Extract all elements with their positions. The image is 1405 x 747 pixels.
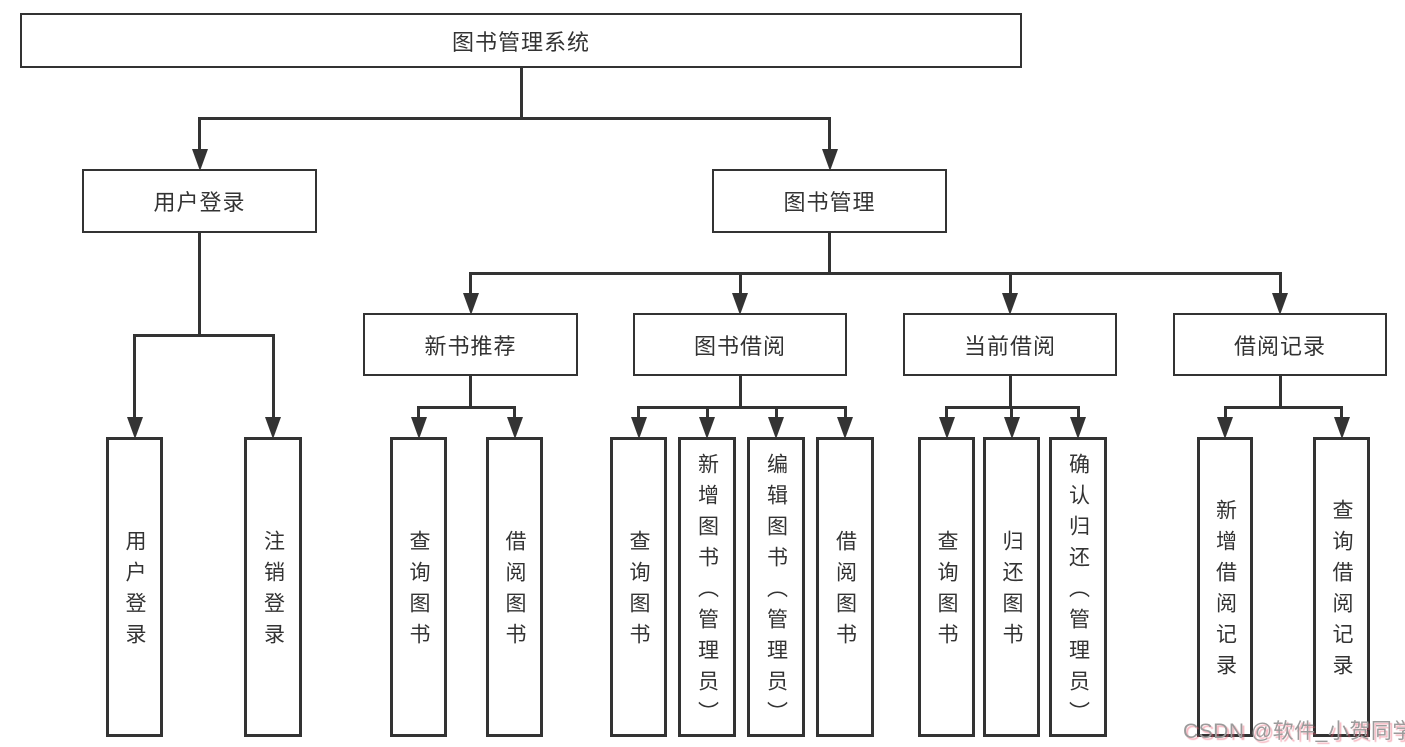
arrowhead-down-icon <box>410 417 427 439</box>
connector-line <box>519 68 523 118</box>
connector-line <box>198 118 201 153</box>
connector-line <box>1340 407 1343 421</box>
connector-line <box>1010 407 1013 421</box>
node-label: 借阅图书 <box>503 530 526 654</box>
connector-line <box>1223 407 1227 421</box>
connector-line <box>469 271 1282 275</box>
diagram-node-b-add: 新增图书（管理员） <box>678 437 736 737</box>
node-label: 新增图书（管理员） <box>695 452 719 732</box>
node-label: 借阅图书 <box>833 530 857 654</box>
node-label: 图书管理 <box>783 190 876 215</box>
csdn-watermark: CSDN @软件_小贺同学 <box>1183 720 1405 743</box>
connector-line <box>828 118 831 153</box>
node-label: 用户登录 <box>153 190 246 215</box>
node-label: 借阅记录 <box>1233 333 1326 359</box>
node-label: 归还图书 <box>1000 530 1023 654</box>
connector-line <box>637 405 847 409</box>
connector-line <box>417 405 516 409</box>
diagram-node-leaf-logout: 注销登录 <box>244 437 302 737</box>
diagram-node-borrow: 图书借阅 <box>633 313 847 376</box>
arrowhead-down-icon <box>191 149 208 171</box>
node-label: 注销登录 <box>261 530 285 654</box>
diagram-node-leaf-user-login: 用户登录 <box>106 437 163 737</box>
arrowhead-down-icon <box>506 417 523 439</box>
arrowhead-down-icon <box>1272 293 1288 315</box>
connector-line <box>774 407 778 421</box>
arrowhead-down-icon <box>1002 293 1018 315</box>
arrowhead-down-icon <box>265 417 281 439</box>
connector-line <box>469 376 472 407</box>
arrowhead-down-icon <box>821 149 838 171</box>
diagram-node-c-return: 归还图书 <box>983 437 1040 737</box>
arrowhead-down-icon <box>1333 417 1350 439</box>
connector-line <box>828 233 831 273</box>
arrowhead-down-icon <box>768 417 784 439</box>
connector-line <box>271 335 275 421</box>
diagram-node-newbook: 新书推荐 <box>363 313 578 376</box>
node-label: 确认归还（管理员） <box>1066 452 1090 732</box>
node-label: 查询图书 <box>627 530 650 654</box>
node-label: 新增借阅记录 <box>1213 499 1237 685</box>
node-label: 编辑图书（管理员） <box>764 452 788 732</box>
diagram-node-b-query: 查询图书 <box>610 437 667 737</box>
diagram-node-nb-borrow: 借阅图书 <box>486 437 543 737</box>
connector-line <box>738 376 742 407</box>
connector-line <box>1223 405 1343 409</box>
node-label: 新书推荐 <box>424 333 517 359</box>
arrowhead-down-icon <box>462 293 479 315</box>
diagram-node-b-edit: 编辑图书（管理员） <box>747 437 805 737</box>
connector-line <box>705 407 709 421</box>
connector-line <box>637 407 640 421</box>
connector-line <box>198 233 201 335</box>
diagram-node-records: 借阅记录 <box>1173 313 1387 376</box>
diagram-node-c-query: 查询图书 <box>918 437 975 737</box>
arrowhead-down-icon <box>732 293 748 315</box>
diagram-node-login: 用户登录 <box>82 169 317 233</box>
diagram-node-current: 当前借阅 <box>903 313 1117 376</box>
node-label: 查询借阅记录 <box>1330 499 1353 685</box>
arrowhead-down-icon <box>1217 417 1233 439</box>
diagram-node-r-add: 新增借阅记录 <box>1197 437 1253 737</box>
node-label: 查询图书 <box>935 530 958 654</box>
diagram-node-c-confirm: 确认归还（管理员） <box>1049 437 1107 737</box>
connector-line <box>133 333 275 337</box>
diagram-node-root: 图书管理系统 <box>20 13 1022 68</box>
arrowhead-down-icon <box>699 417 715 439</box>
connector-line <box>417 407 420 421</box>
arrowhead-down-icon <box>1070 417 1086 439</box>
connector-line <box>945 407 948 421</box>
connector-line <box>1278 273 1282 297</box>
node-label: 用户登录 <box>123 530 146 654</box>
arrowhead-down-icon <box>837 417 853 439</box>
connector-line <box>738 273 742 297</box>
connector-line <box>513 407 516 421</box>
node-label: 查询图书 <box>407 530 430 654</box>
node-label: 当前借阅 <box>963 333 1056 359</box>
diagram-node-r-query: 查询借阅记录 <box>1313 437 1370 737</box>
arrowhead-down-icon <box>938 417 955 439</box>
connector-line <box>198 116 831 120</box>
diagram-node-nb-query: 查询图书 <box>390 437 447 737</box>
arrowhead-down-icon <box>630 417 647 439</box>
connector-line <box>1008 376 1012 407</box>
connector-line <box>1278 376 1282 407</box>
arrowhead-down-icon <box>1003 417 1020 439</box>
node-label: 图书借阅 <box>693 333 786 359</box>
diagram-node-b-borrow: 借阅图书 <box>816 437 874 737</box>
connector-line <box>133 335 136 421</box>
arrowhead-down-icon <box>126 417 143 439</box>
diagram-node-bookmgmt: 图书管理 <box>712 169 947 233</box>
connector-line <box>1008 273 1012 297</box>
node-label: 图书管理系统 <box>451 29 590 55</box>
connector-line <box>843 407 847 421</box>
connector-line <box>1076 407 1080 421</box>
connector-line <box>469 273 472 297</box>
